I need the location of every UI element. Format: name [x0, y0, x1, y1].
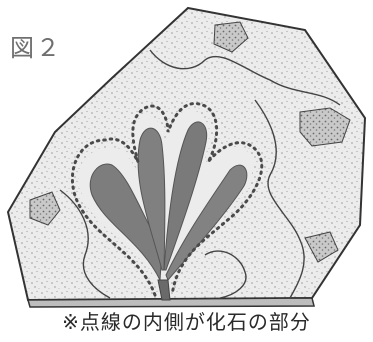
- fossil-lobe-1: [89, 163, 163, 282]
- matrix-contour-4: [204, 250, 247, 299]
- mineral-patch-lower-right: [304, 231, 339, 263]
- matrix-contour-2: [254, 99, 305, 299]
- fossil-lobe-3: [163, 121, 208, 271]
- fossil-frond: [78, 110, 254, 301]
- fossil-dotted-boundary: [71, 102, 264, 297]
- figure-caption: ※点線の内側が化石の部分: [62, 310, 311, 334]
- mineral-patch-right: [299, 107, 351, 147]
- fossil-lobe-4: [165, 164, 248, 281]
- mineral-patch-left: [29, 191, 61, 226]
- slab-bottom-edge: [27, 297, 315, 308]
- figure-label: 図２: [10, 34, 62, 62]
- matrix-contour-3: [59, 189, 111, 299]
- mineral-patch-top: [213, 21, 249, 53]
- fossil-stem: [157, 279, 171, 301]
- matrix-contour-1: [149, 49, 341, 106]
- fossil-lobe-2: [137, 127, 166, 271]
